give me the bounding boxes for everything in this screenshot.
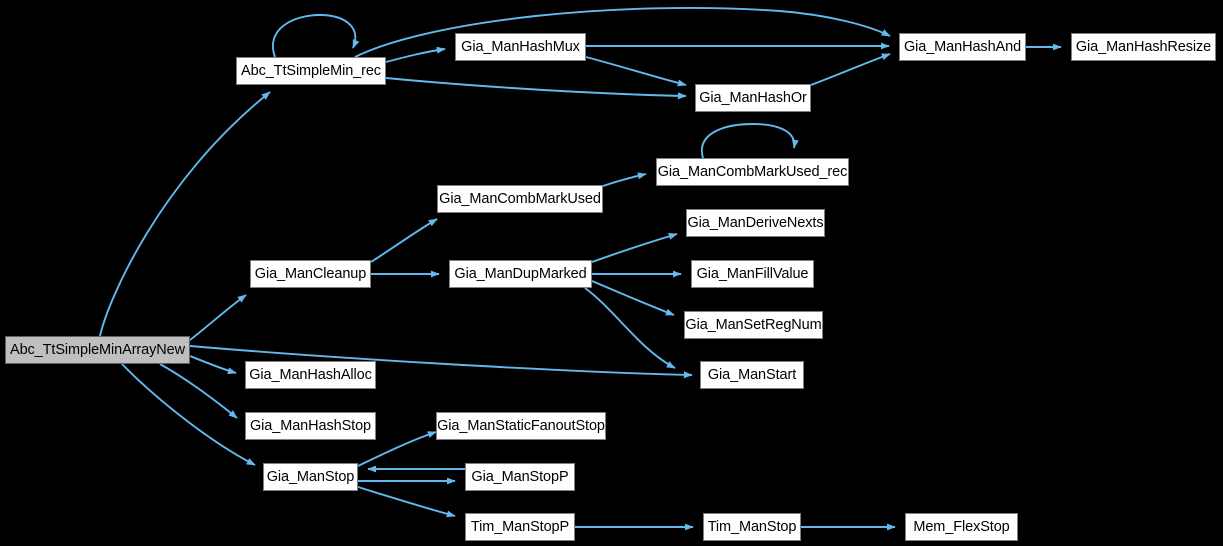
graph-node-tim-manstopp[interactable]: Tim_ManStopP (465, 513, 575, 541)
graph-node-label: Gia_ManStop (266, 468, 355, 485)
graph-node-gia-manhashalloc[interactable]: Gia_ManHashAlloc (245, 361, 376, 389)
graph-node-gia-manhashor[interactable]: Gia_ManHashOr (695, 84, 811, 112)
call-edge (385, 46, 446, 63)
graph-node-gia-mancombmarkused-rec[interactable]: Gia_ManCombMarkUsed_rec (656, 158, 849, 186)
graph-node-label: Abc_TtSimpleMin_rec (241, 62, 381, 79)
graph-node-label: Gia_ManDeriveNexts (687, 214, 824, 231)
graph-node-gia-manstart[interactable]: Gia_ManStart (700, 361, 804, 389)
call-edge (370, 218, 438, 263)
graph-node-label: Gia_ManSetRegNum (685, 316, 822, 333)
graph-node-label: Gia_ManStaticFanoutStop (437, 417, 605, 434)
graph-node-label: Gia_ManHashAlloc (249, 366, 372, 383)
graph-node-label: Tim_ManStop (707, 518, 797, 535)
graph-node-label: Gia_ManCombMarkUsed (439, 190, 601, 207)
call-edge (121, 363, 256, 466)
graph-node-gia-manderivenexts[interactable]: Gia_ManDeriveNexts (686, 209, 825, 237)
graph-node-label: Tim_ManStopP (470, 518, 570, 535)
call-edge (272, 14, 360, 58)
call-edge (159, 363, 238, 419)
graph-node-gia-manstop[interactable]: Gia_ManStop (263, 463, 358, 491)
graph-node-label: Gia_ManHashAnd (903, 38, 1022, 55)
graph-node-gia-manhashmux[interactable]: Gia_ManHashMux (455, 33, 586, 61)
graph-node-gia-manstopp[interactable]: Gia_ManStopP (465, 463, 575, 491)
graph-node-gia-mancleanup[interactable]: Gia_ManCleanup (250, 260, 371, 288)
graph-node-gia-mansetregnum[interactable]: Gia_ManSetRegNum (684, 311, 823, 339)
graph-node-tim-manstop[interactable]: Tim_ManStop (703, 513, 801, 541)
graph-node-label: Gia_ManHashOr (699, 89, 807, 106)
call-edge (810, 53, 891, 86)
graph-node-label: Gia_ManCombMarkUsed_rec (657, 163, 848, 180)
graph-node-label: Abc_TtSimpleMinArrayNew (10, 341, 185, 358)
graph-node-label: Mem_FlexStop (913, 518, 1010, 535)
graph-node-gia-manfillvalue[interactable]: Gia_ManFillValue (691, 260, 814, 288)
call-edge (354, 7, 891, 58)
edges-group (99, 7, 1062, 531)
call-edge (385, 77, 687, 100)
call-edge (99, 91, 271, 337)
graph-node-label: Gia_ManFillValue (696, 265, 809, 282)
graph-node-label: Gia_ManCleanup (254, 265, 367, 282)
call-edge (189, 345, 693, 379)
graph-node-label: Gia_ManHashMux (461, 38, 580, 55)
graph-node-gia-manhashand[interactable]: Gia_ManHashAnd (899, 33, 1026, 61)
graph-node-mem-flexstop[interactable]: Mem_FlexStop (905, 513, 1018, 541)
call-edge (585, 56, 687, 87)
call-edge (591, 232, 678, 263)
graph-node-gia-mandupmarked[interactable]: Gia_ManDupMarked (449, 260, 592, 288)
graph-node-gia-manstaticfanoutstop[interactable]: Gia_ManStaticFanoutStop (436, 412, 606, 440)
graph-node-gia-mancombmarkused[interactable]: Gia_ManCombMarkUsed (437, 185, 603, 213)
call-edge (189, 294, 247, 341)
graph-node-label: Gia_ManHashResize (1075, 38, 1212, 55)
call-edge (602, 172, 647, 187)
graph-node-label: Gia_ManDupMarked (454, 265, 587, 282)
call-edge (357, 431, 437, 467)
graph-node-label: Gia_ManHashStop (249, 417, 371, 434)
call-edge (584, 287, 676, 369)
call-edge (189, 355, 237, 375)
call-edge (591, 280, 675, 316)
graph-node-label: Gia_ManStart (707, 366, 797, 383)
call-edge (700, 123, 799, 159)
graph-node-abc-ttsimplemin-rec[interactable]: Abc_TtSimpleMin_rec (236, 57, 386, 85)
graph-node-label: Gia_ManStopP (471, 468, 569, 485)
call-edge (357, 486, 456, 518)
graph-node-gia-manhashresize[interactable]: Gia_ManHashResize (1071, 33, 1216, 61)
graph-node-abc-ttsimpleminarraynew[interactable]: Abc_TtSimpleMinArrayNew (5, 336, 190, 364)
graph-node-gia-manhashstop[interactable]: Gia_ManHashStop (245, 412, 376, 440)
